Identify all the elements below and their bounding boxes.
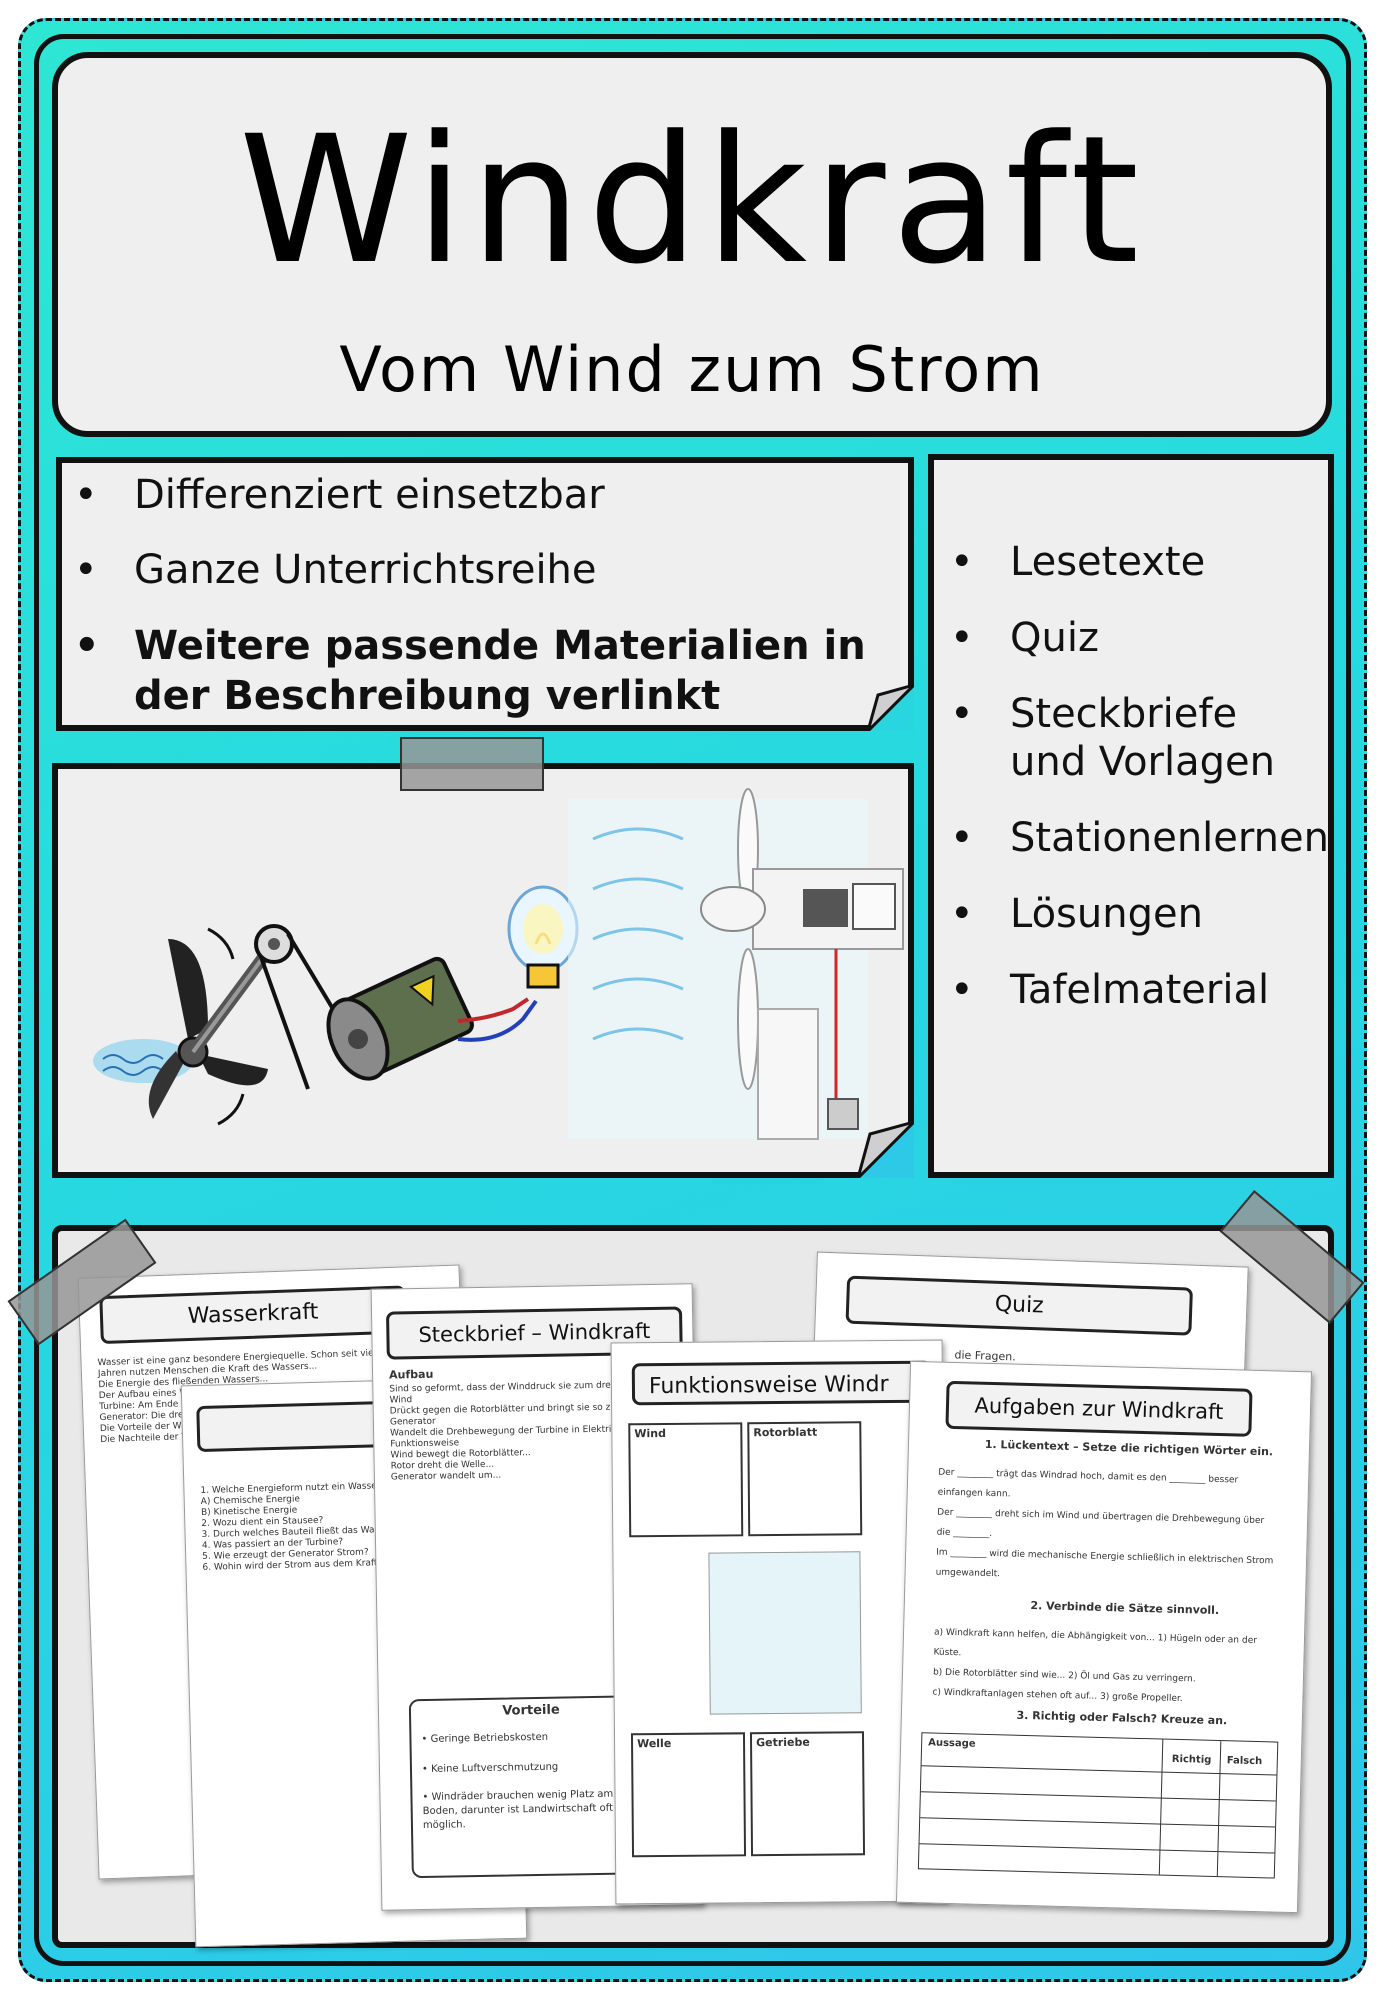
table-header: Aussage	[928, 1737, 976, 1750]
section-label: Aufbau	[388, 1367, 434, 1382]
worksheet-preview-card: Wasserkraft Wasser ist eine ganz besonde…	[52, 1225, 1334, 1948]
illustration-card	[52, 763, 914, 1178]
advantage-item: • Geringe Betriebskosten	[421, 1731, 549, 1746]
table-header: Falsch	[1226, 1755, 1263, 1768]
features-list: Differenziert einsetzbar Ganze Unterrich…	[74, 471, 874, 721]
worksheet-title: Wasserkraft	[99, 1285, 407, 1345]
contents-card: Lesetexte Quiz Steckbriefe und Vorlagen …	[928, 454, 1334, 1178]
feature-item: Ganze Unterrichtsreihe	[74, 546, 874, 594]
page-title: Windkraft	[238, 98, 1146, 303]
worksheet-funktionsweise: Funktionsweise Windr Wind Rotorblatt Wel…	[610, 1339, 948, 1905]
content-item: Lösungen	[950, 890, 1320, 938]
task-heading: 1. Lückentext – Setze die richtigen Wört…	[984, 1437, 1274, 1459]
worksheet-aufgaben: Aufgaben zur Windkraft 1. Lückentext – S…	[895, 1360, 1313, 1914]
info-box: Welle	[630, 1732, 747, 1858]
advantage-item: • Keine Luftverschmutzung	[421, 1761, 559, 1776]
task-heading: 3. Richtig oder Falsch? Kreuze an.	[1016, 1708, 1228, 1728]
content-item: Stationenlernen	[950, 814, 1329, 862]
table-header: Richtig	[1171, 1753, 1212, 1766]
contents-list: Lesetexte Quiz Steckbriefe und Vorlagen …	[950, 538, 1329, 1014]
content-item: Lesetexte	[950, 538, 1320, 586]
info-box: Rotorblatt	[747, 1421, 863, 1537]
worksheet-title: Quiz	[845, 1275, 1193, 1336]
feature-item: Weitere passende Materialien in der Besc…	[74, 621, 874, 721]
worksheet-title: Funktionsweise Windr	[631, 1360, 933, 1406]
info-box-title: Rotorblatt	[753, 1425, 818, 1440]
true-false-table: Aussage Richtig Falsch	[917, 1732, 1279, 1879]
page-subtitle: Vom Wind zum Strom	[339, 333, 1045, 406]
info-box-title: Welle	[637, 1736, 672, 1751]
info-box: Wind	[628, 1422, 744, 1538]
inner-frame	[34, 34, 1351, 1966]
content-item: Steckbriefe und Vorlagen	[950, 690, 1320, 786]
title-card: Windkraft Vom Wind zum Strom	[52, 52, 1332, 437]
wind-turbine-diagram	[568, 788, 904, 1140]
content-item: Quiz	[950, 614, 1320, 662]
page-curl-icon	[858, 1122, 914, 1178]
worksheet-body-text: Der ________ trägt das Windrad hoch, dam…	[935, 1467, 1274, 1580]
info-box-title: Wind	[634, 1426, 667, 1441]
worksheet-body-text: a) Windkraft kann helfen, die Abhängigke…	[932, 1627, 1257, 1705]
turbine-diagram	[708, 1551, 862, 1715]
task-heading: 2. Verbinde die Sätze sinnvoll.	[1030, 1599, 1220, 1618]
feature-item: Differenziert einsetzbar	[74, 471, 874, 519]
features-card: Differenziert einsetzbar Ganze Unterrich…	[56, 457, 914, 731]
advantage-item: • Windräder brauchen wenig Platz am Bode…	[422, 1788, 614, 1832]
page-curl-icon	[868, 685, 914, 731]
worksheet-title: Aufgaben zur Windkraft	[945, 1380, 1253, 1437]
info-box: Getriebe	[749, 1731, 866, 1857]
content-item: Tafelmaterial	[950, 966, 1320, 1014]
propeller-generator-illustration	[93, 885, 579, 1126]
tape-strip	[400, 737, 544, 791]
illustration	[93, 788, 904, 1140]
info-box-title: Getriebe	[755, 1735, 810, 1750]
